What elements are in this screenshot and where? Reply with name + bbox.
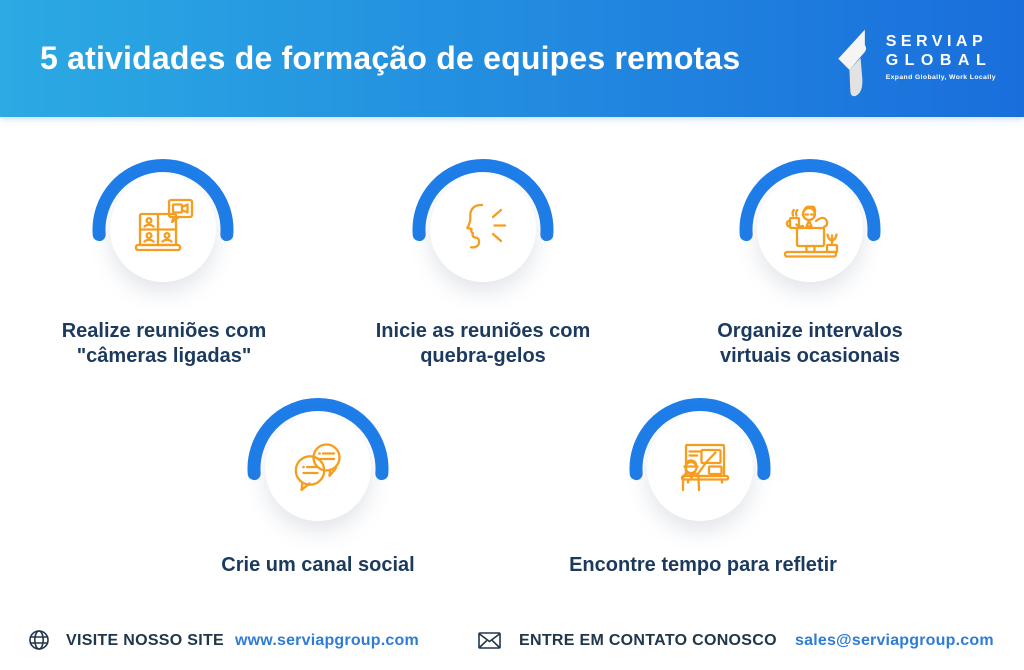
activity-caption-5: Encontre tempo para refletir [569,553,837,578]
caption-line: Realize reuniões com [61,320,267,342]
logo-name-line1: SERVIAP [885,33,988,50]
activity-item-2 [408,145,558,295]
caption-line: Inicie as reuniões com [375,320,591,342]
header-banner: 5 atividades de formação de equipes remo… [0,0,1024,117]
arc-decoration [739,159,881,242]
caption-line: Encontre tempo para refletir [569,554,837,576]
activity-caption-3: Organize intervalos virtuais ocasionais [717,319,903,369]
activity-item-1 [88,145,238,295]
contact-label: ENTRE EM CONTATO CONOSCO [519,632,777,649]
video-call-meeting-icon [134,198,194,252]
visit-site-label: VISITE NOSSO SITE [66,632,225,649]
globe-icon [29,630,49,650]
page-title: 5 atividades de formação de equipes remo… [40,40,741,76]
activity-circle [647,415,753,521]
activity-circle [110,176,216,282]
envelope-icon [478,632,501,649]
logo-tagline: Expand Globally, Work Locally [885,74,996,81]
contact-email-link[interactable]: sales@serviapgroup.com [795,632,994,649]
caption-line: virtuais ocasionais [719,345,901,367]
activity-circle [430,176,536,282]
arc-decoration [247,398,389,481]
caption-line: Organize intervalos [717,320,903,342]
activity-circle [265,415,371,521]
arc-decoration [92,159,234,242]
caption-line: quebra-gelos [420,345,546,367]
arc-decoration [412,159,554,242]
activity-caption-2: Inicie as reuniões com quebra-gelos [376,319,591,369]
activity-item-4 [243,384,393,534]
arc-decoration [629,398,771,481]
activity-circle [757,176,863,282]
serviap-global-logo: SERVIAP GLOBAL Expand Globally, Work Loc… [828,22,996,102]
caption-line: "câmeras ligadas" [76,345,252,367]
chat-bubbles-icon [294,443,341,492]
caption-line: Crie um canal social [221,554,415,576]
speaking-face-icon [466,203,507,249]
activity-caption-1: Realize reuniões com "câmeras ligadas" [62,319,267,369]
serviap-logo-mark [837,29,866,97]
activity-item-5 [625,384,775,534]
logo-name-line2: GLOBAL [885,52,993,69]
activity-item-3 [735,145,885,295]
person-desk-break-icon [783,205,839,258]
whiteboard-presenter-icon [680,443,730,492]
activity-caption-4: Crie um canal social [221,553,414,578]
website-link[interactable]: www.serviapgroup.com [235,632,419,649]
logo-wordmark: SERVIAP GLOBAL Expand Globally, Work Loc… [886,32,996,81]
